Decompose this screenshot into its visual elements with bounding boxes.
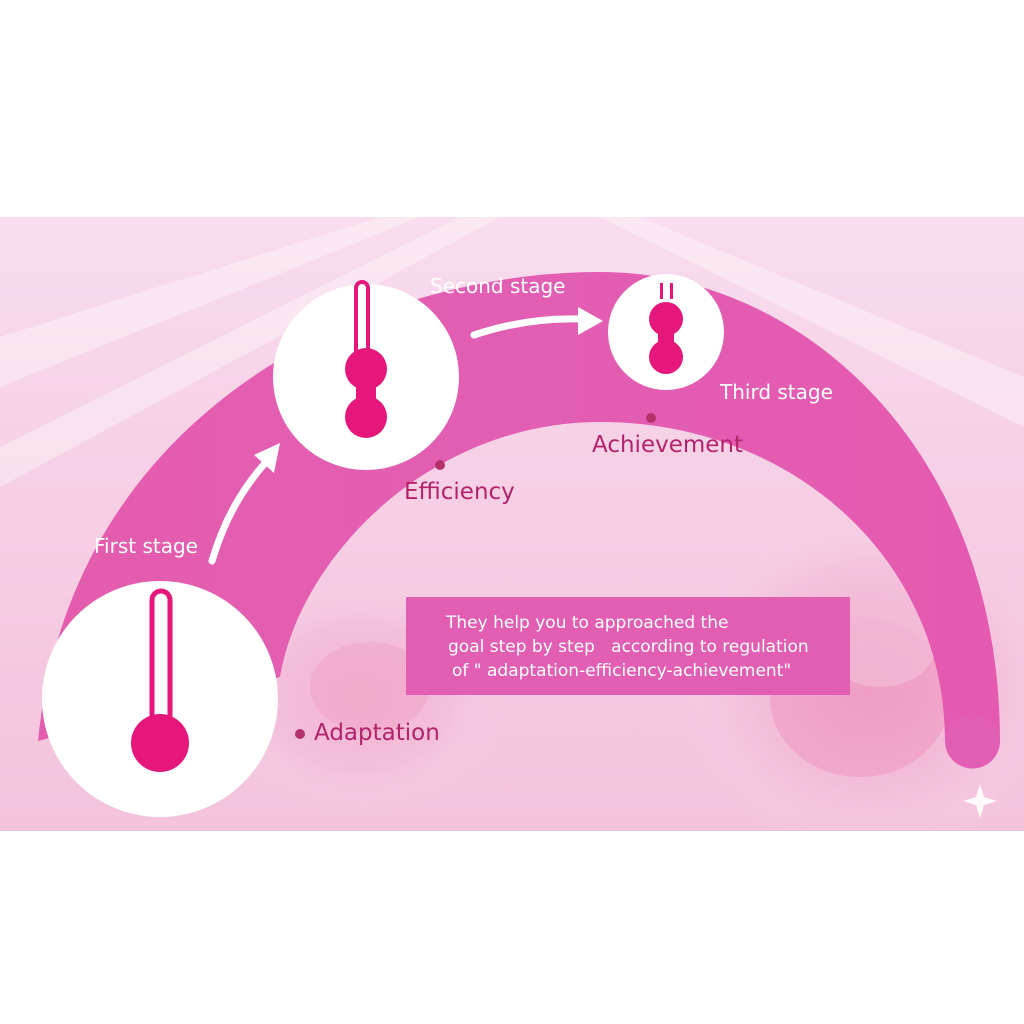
achievement-bullet-dot — [646, 413, 656, 423]
note-line-3: of " adaptation-efficiency-achievement" — [452, 661, 792, 681]
achievement-label: Achievement — [592, 432, 744, 458]
adaptation-label: Adaptation — [314, 720, 440, 746]
note-line-2: goal step by step according to regulatio… — [448, 637, 809, 657]
efficiency-label: Efficiency — [404, 479, 515, 505]
third-stage-product-image — [608, 274, 724, 390]
first-stage-product-image — [42, 581, 278, 817]
third-stage-label: Third stage — [720, 380, 833, 404]
efficiency-bullet-dot — [435, 460, 445, 470]
note-line-1: They help you to approached the — [446, 613, 729, 633]
stage-banner: First stage Second stage Third stage Ada… — [0, 217, 1024, 831]
second-stage-label: Second stage — [430, 274, 566, 298]
first-stage-label: First stage — [94, 534, 198, 558]
second-stage-product-image — [273, 280, 459, 470]
arrow-icon-second-to-third — [470, 307, 603, 339]
adaptation-bullet-dot — [295, 729, 305, 739]
arc-end-cap — [945, 713, 1000, 769]
background-art — [0, 217, 1024, 831]
regulation-note-box: They help you to approached the goal ste… — [406, 597, 850, 695]
arrow-icon-first-to-second — [208, 443, 280, 565]
sparkle-icon — [963, 784, 997, 818]
